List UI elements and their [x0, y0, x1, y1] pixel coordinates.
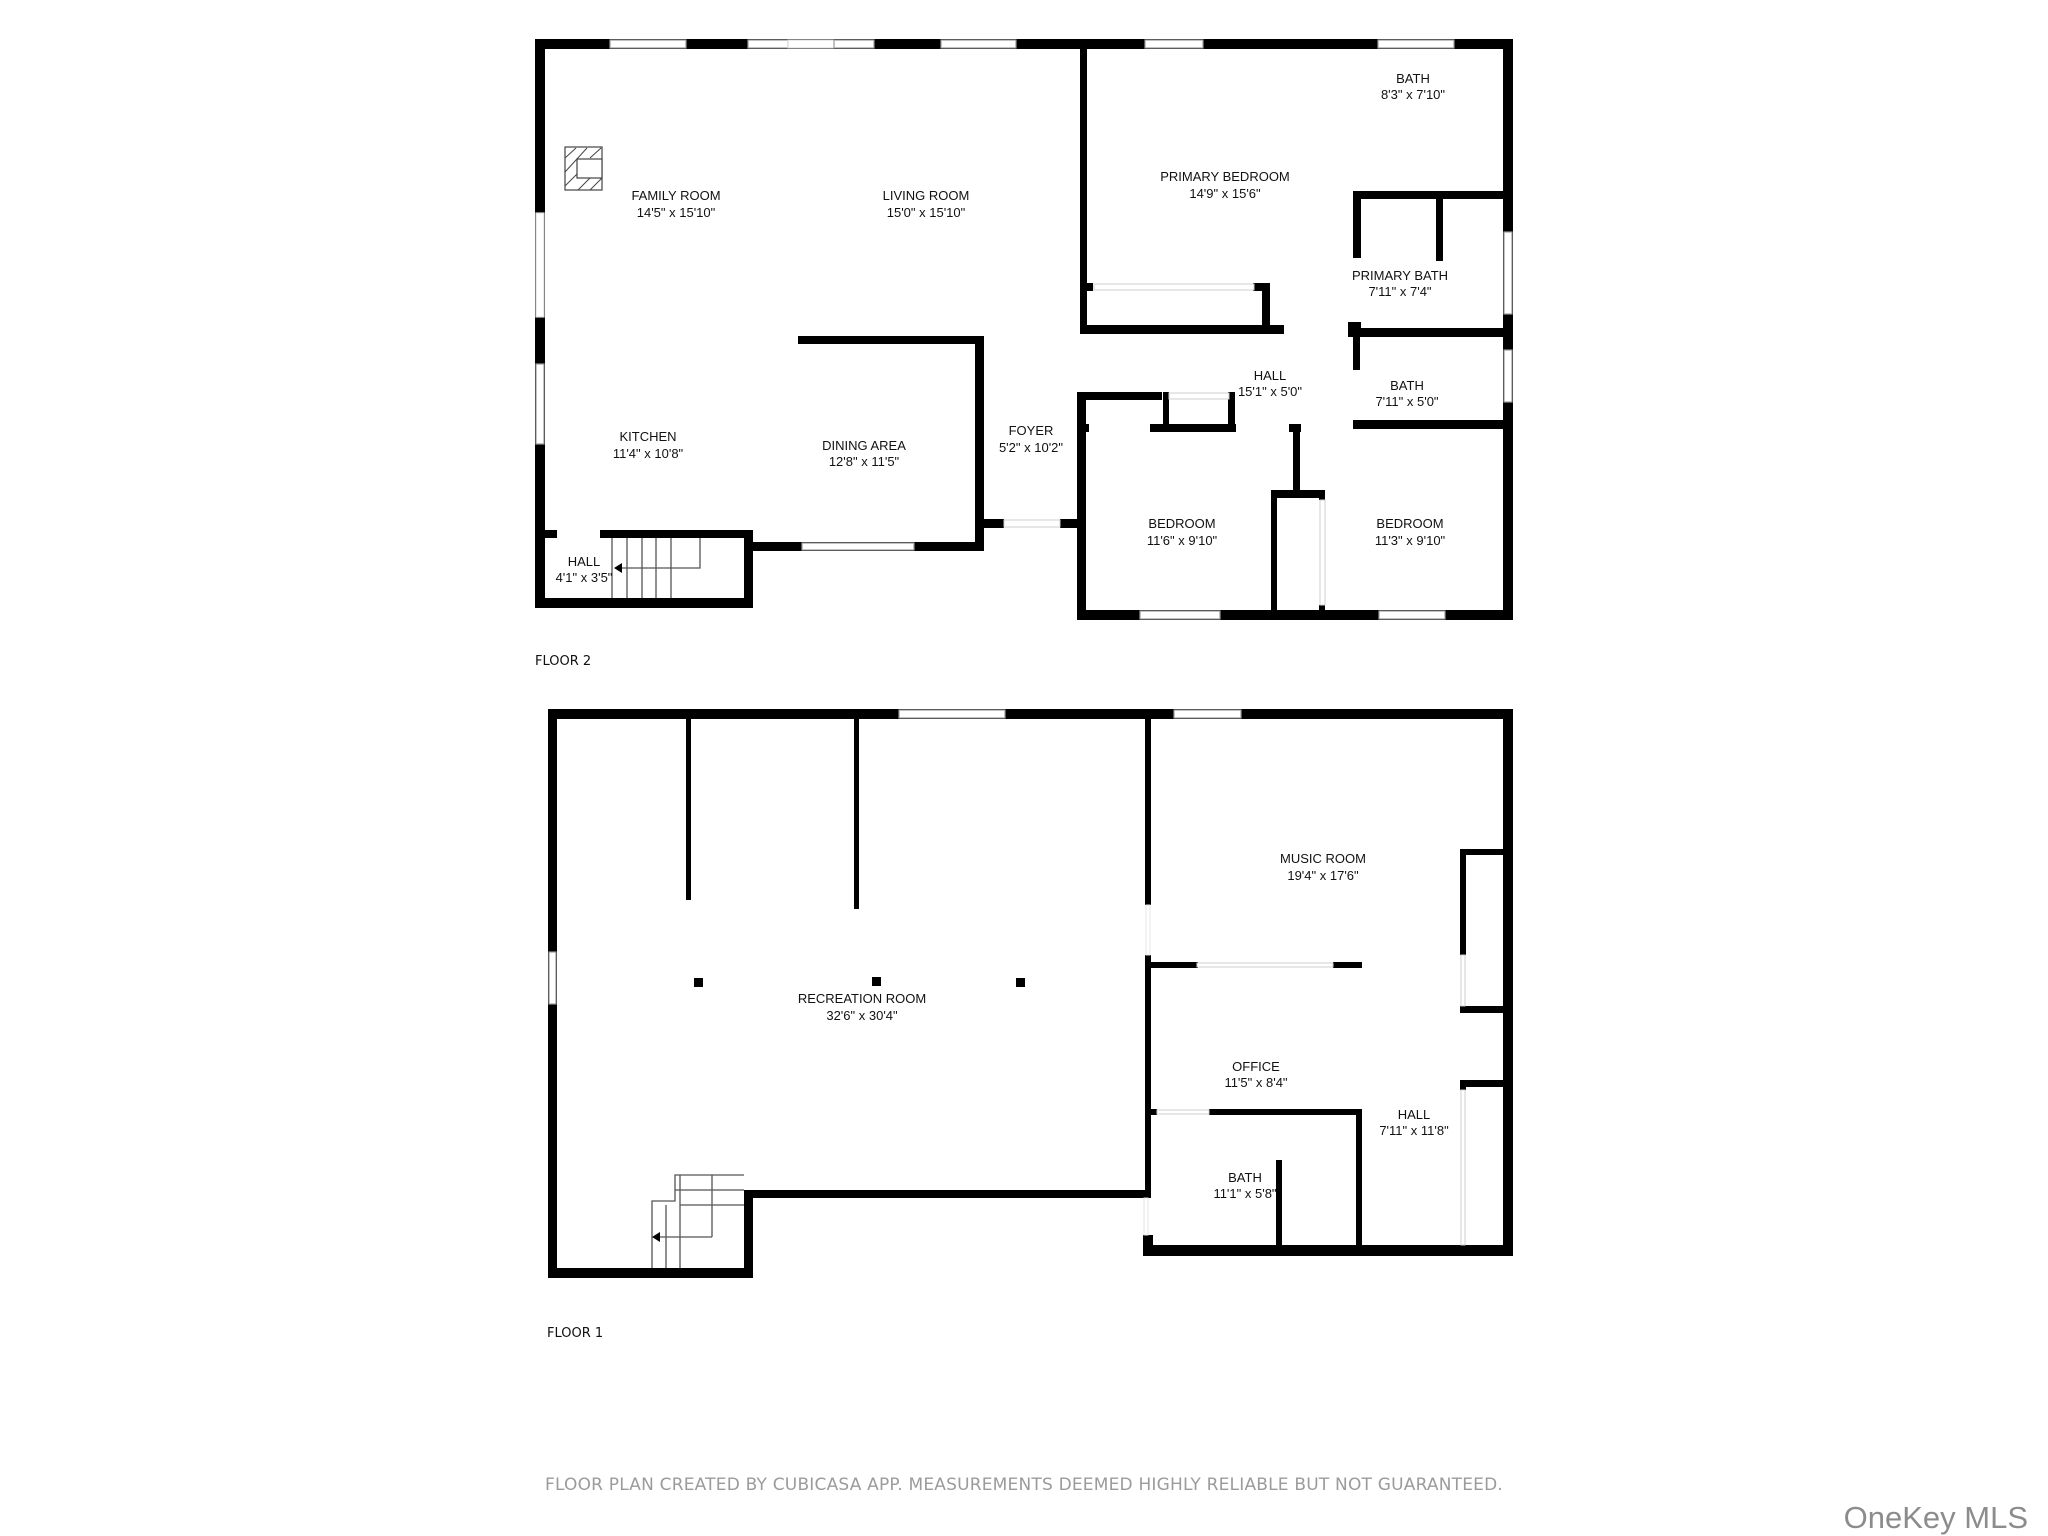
floor-2-room-labels: FAMILY ROOM 14'5" x 15'10" LIVING ROOM 1… — [556, 71, 1448, 585]
room-dims-bedroom-2: 11'3" x 9'10" — [1375, 533, 1446, 548]
floor-2-label: FLOOR 2 — [535, 654, 592, 669]
floor-1-windows — [548, 709, 1466, 1246]
room-name-primary-bath: PRIMARY BATH — [1352, 268, 1448, 283]
room-dims-music-room: 19'4" x 17'6" — [1287, 868, 1359, 883]
room-name-lower-hall: HALL — [1398, 1107, 1431, 1122]
room-name-lower-bath: BATH — [1228, 1170, 1262, 1185]
room-dims-hall-bath: 7'11" x 5'0" — [1375, 394, 1438, 409]
room-dims-lower-hall: 7'11" x 11'8" — [1379, 1123, 1449, 1138]
floor-1-staircase — [651, 1174, 744, 1268]
floor-2-staircase — [611, 538, 701, 598]
room-dims-primary-bath: 7'11" x 7'4" — [1368, 284, 1431, 299]
room-name-bedroom-1: BEDROOM — [1148, 516, 1215, 531]
room-dims-lower-bath: 11'1" x 5'8" — [1213, 1186, 1276, 1201]
mls-watermark: OneKey MLS — [1843, 1500, 2028, 1535]
room-dims-bedroom-1: 11'6" x 9'10" — [1147, 533, 1218, 548]
room-name-office: OFFICE — [1232, 1059, 1280, 1074]
room-dims-office: 11'5" x 8'4" — [1224, 1075, 1287, 1090]
room-dims-kitchen: 11'4" x 10'8" — [613, 446, 684, 461]
room-name-stair-hall: HALL — [568, 554, 601, 569]
room-name-hall-bath: BATH — [1390, 378, 1424, 393]
room-name-recreation-room: RECREATION ROOM — [798, 991, 926, 1006]
floor-1-walls — [548, 709, 1513, 1278]
room-dims-recreation-room: 32'6" x 30'4" — [826, 1008, 898, 1023]
room-name-family-room: FAMILY ROOM — [631, 188, 720, 203]
room-dims-family-room: 14'5" x 15'10" — [637, 205, 716, 220]
floor-1-room-labels: RECREATION ROOM 32'6" x 30'4" MUSIC ROOM… — [798, 851, 1449, 1201]
room-dims-hall-upper: 15'1" x 5'0" — [1238, 384, 1302, 399]
floor-1-plan: RECREATION ROOM 32'6" x 30'4" MUSIC ROOM… — [548, 709, 1513, 1278]
room-dims-primary-bedroom: 14'9" x 15'6" — [1189, 186, 1261, 201]
floor-2-windows — [535, 39, 1513, 620]
disclaimer-text: FLOOR PLAN CREATED BY CUBICASA APP. MEAS… — [544, 1475, 1504, 1495]
room-name-primary-bedroom: PRIMARY BEDROOM — [1160, 169, 1290, 184]
room-name-music-room: MUSIC ROOM — [1280, 851, 1366, 866]
floor-2-walls — [535, 39, 1513, 620]
room-name-foyer: FOYER — [1009, 423, 1054, 438]
floor-1-label: FLOOR 1 — [547, 1326, 604, 1341]
room-name-hall-upper: HALL — [1254, 368, 1287, 383]
room-name-kitchen: KITCHEN — [619, 429, 676, 444]
room-name-bath-primary: BATH — [1396, 71, 1430, 86]
room-dims-bath-primary: 8'3" x 7'10" — [1381, 87, 1445, 102]
room-dims-dining-area: 12'8" x 11'5" — [829, 454, 900, 469]
fireplace-icon — [564, 146, 603, 191]
room-dims-stair-hall: 4'1" x 3'5" — [556, 570, 613, 585]
room-name-dining-area: DINING AREA — [822, 438, 906, 453]
floor-2-plan: FAMILY ROOM 14'5" x 15'10" LIVING ROOM 1… — [535, 39, 1513, 620]
room-name-bedroom-2: BEDROOM — [1376, 516, 1443, 531]
room-dims-living-room: 15'0" x 15'10" — [887, 205, 966, 220]
room-dims-foyer: 5'2" x 10'2" — [999, 440, 1063, 455]
room-name-living-room: LIVING ROOM — [883, 188, 970, 203]
